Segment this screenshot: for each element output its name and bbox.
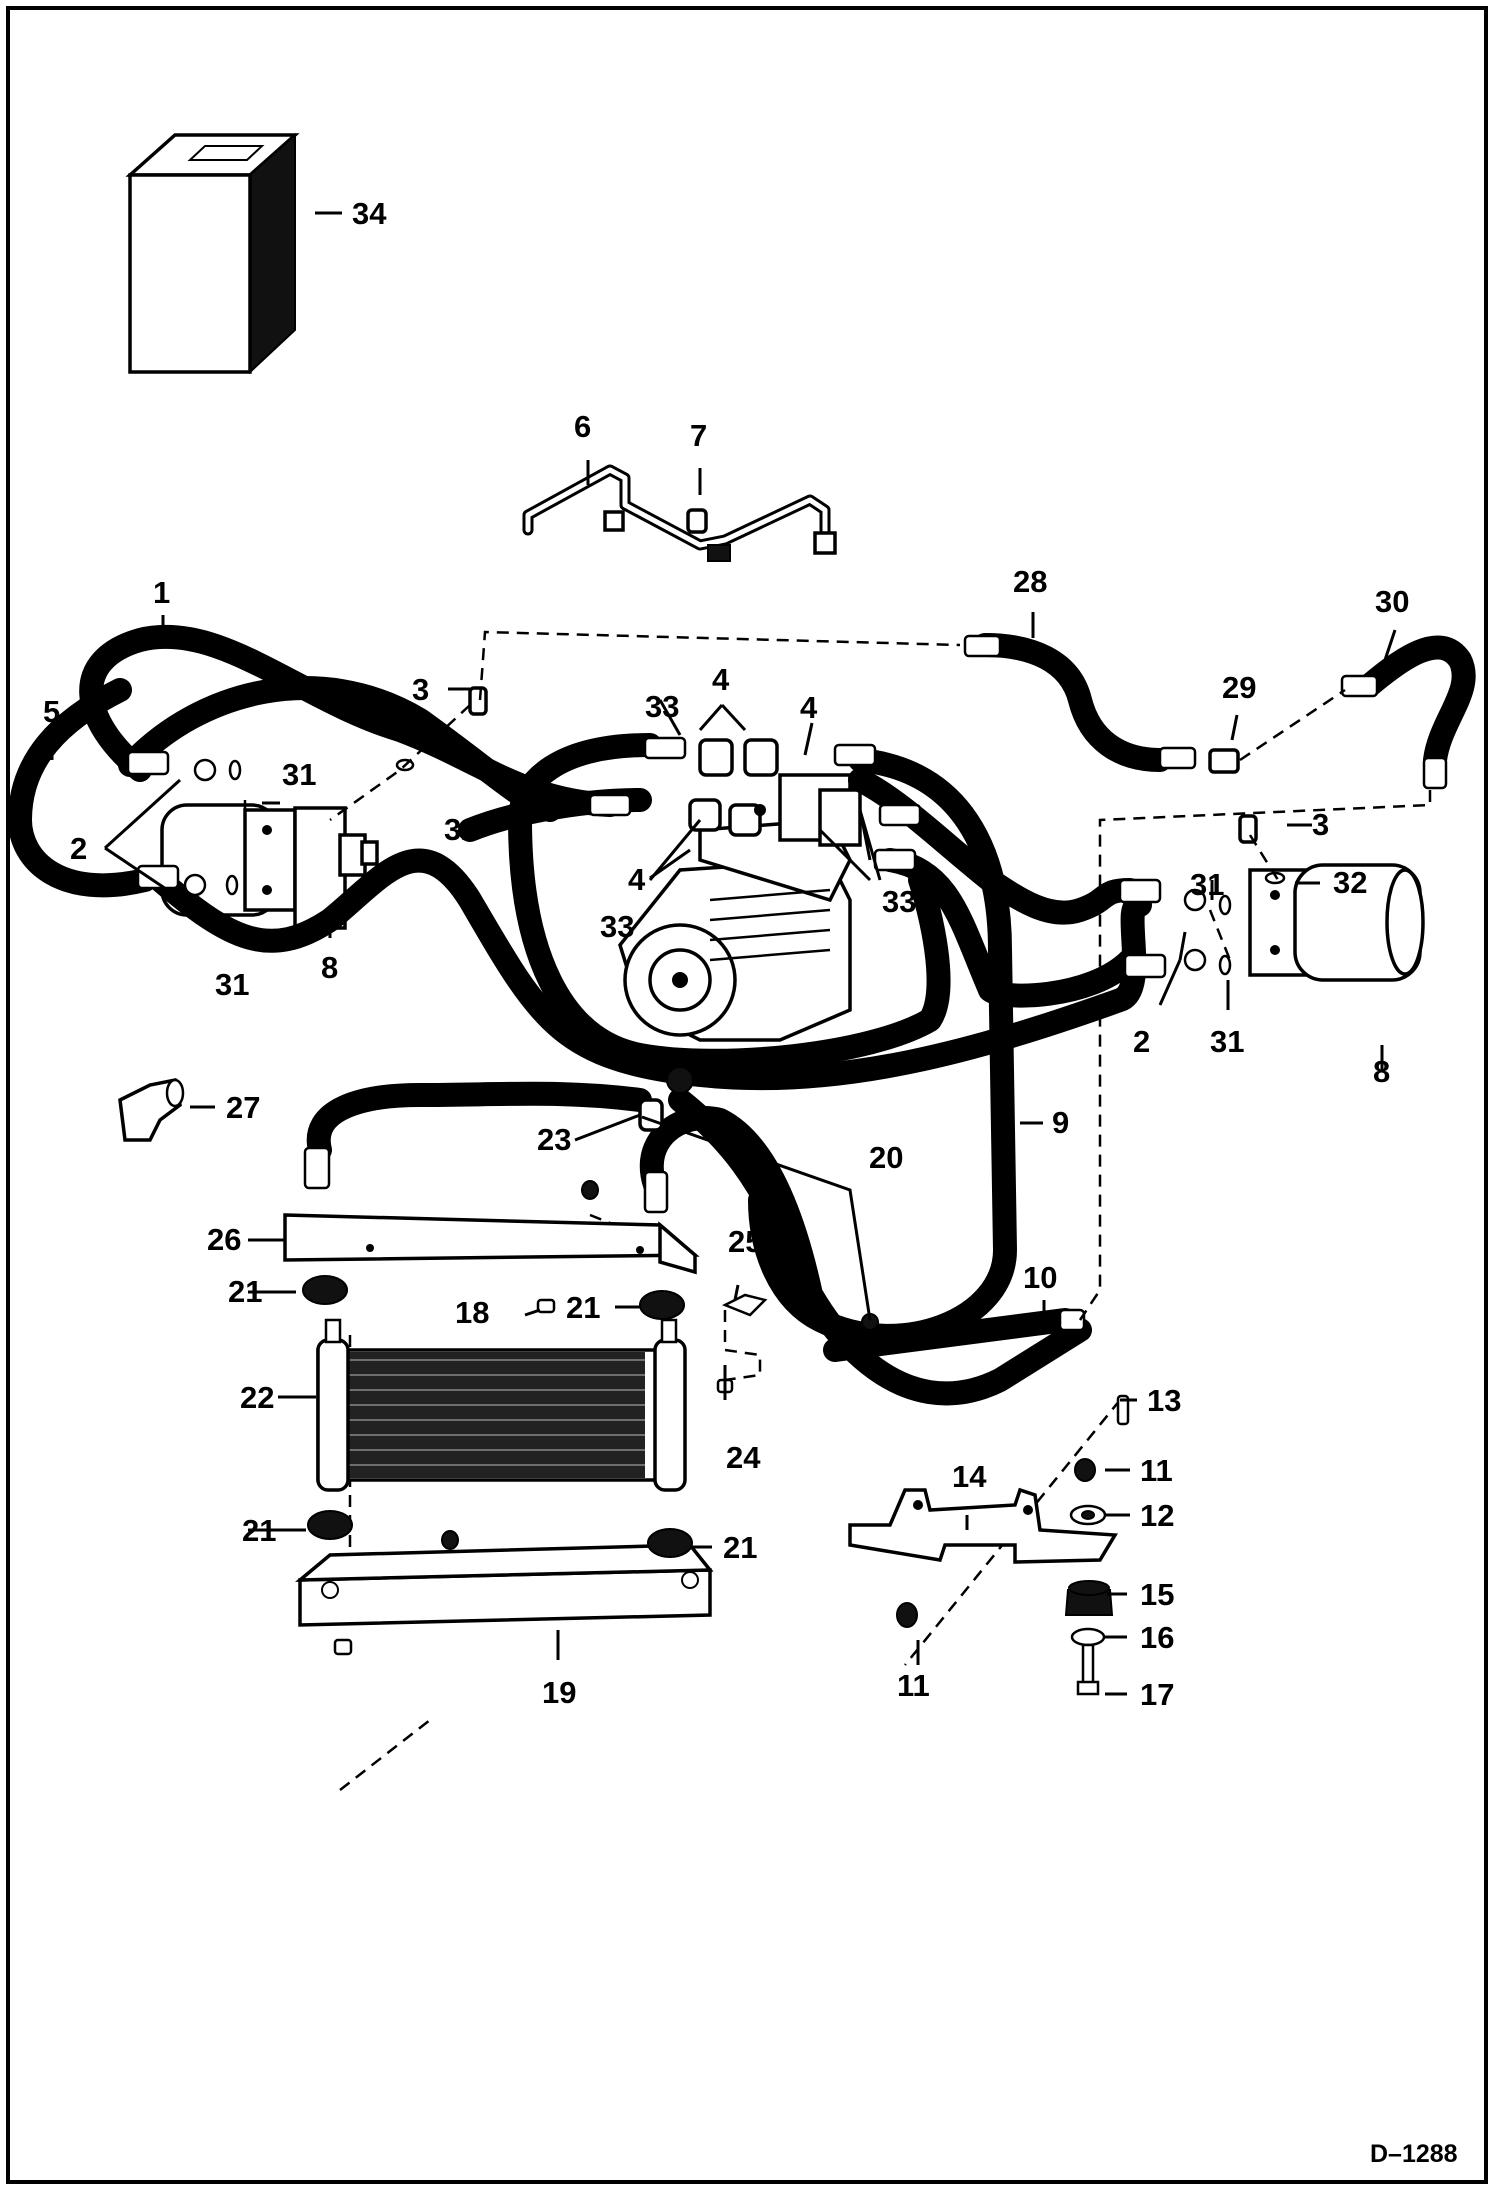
part-3-fitting-right bbox=[1238, 814, 1258, 844]
callout-34: 34 bbox=[352, 196, 387, 231]
part-26-bracket bbox=[283, 1213, 700, 1275]
part-7-fitting bbox=[686, 508, 708, 534]
part-21-mounts bbox=[302, 1275, 693, 1558]
callout-19: 19 bbox=[542, 1675, 576, 1710]
callout-14: 14 bbox=[952, 1459, 987, 1494]
callout-7: 7 bbox=[690, 418, 707, 453]
callout-21-top-left: 21 bbox=[228, 1274, 262, 1309]
callout-21-bottom-left: 21 bbox=[242, 1513, 276, 1548]
hose-fittings bbox=[126, 634, 1448, 1332]
hose-23 bbox=[639, 1106, 822, 1302]
callout-33-left: 33 bbox=[600, 909, 634, 944]
callout-8-right: 8 bbox=[1373, 1054, 1390, 1089]
callout-31-right-bottom: 31 bbox=[1210, 1024, 1244, 1059]
callout-22: 22 bbox=[240, 1380, 274, 1415]
hose-9 bbox=[748, 748, 1017, 1348]
callout-4-right: 4 bbox=[800, 690, 818, 725]
callout-30: 30 bbox=[1375, 584, 1409, 619]
callout-4-top: 4 bbox=[712, 662, 730, 697]
hose-28 bbox=[973, 633, 1172, 772]
part-34-box bbox=[125, 132, 300, 375]
hose-center-loop bbox=[508, 733, 951, 1073]
callout-33-top: 33 bbox=[645, 689, 679, 724]
hose-10 bbox=[823, 1308, 1077, 1362]
part-22-oil-cooler bbox=[316, 1318, 687, 1492]
callout-31-left-top: 31 bbox=[282, 757, 316, 792]
part-8-right-motor bbox=[1248, 863, 1425, 982]
callout-9: 9 bbox=[1052, 1105, 1069, 1140]
hose-to-right-motor-lower bbox=[878, 848, 1142, 1008]
callout-labels: 34 6 7 1 5 3 31 32 2 8 31 33 4 4 4 33 33… bbox=[43, 196, 1458, 2168]
callout-1: 1 bbox=[153, 575, 170, 610]
hose-22-inlet bbox=[306, 1081, 652, 1162]
part-3-fitting-left bbox=[468, 686, 488, 716]
drawing-id: D–1288 bbox=[1370, 2140, 1458, 2168]
callout-28: 28 bbox=[1013, 564, 1047, 599]
part-27-elbow bbox=[118, 1077, 185, 1142]
callout-leaders bbox=[50, 211, 1397, 1696]
part-6-tube-assembly bbox=[522, 464, 837, 562]
callout-17: 17 bbox=[1140, 1677, 1174, 1712]
callout-27: 27 bbox=[226, 1090, 260, 1125]
part-29-adapter bbox=[1208, 748, 1240, 774]
callout-25: 25 bbox=[728, 1224, 762, 1259]
part-15-isolator bbox=[1064, 1580, 1114, 1616]
callout-10: 10 bbox=[1023, 1260, 1057, 1295]
hose-1b bbox=[118, 676, 562, 822]
callout-31-left-bottom: 31 bbox=[215, 967, 249, 1002]
callout-2-right: 2 bbox=[1133, 1024, 1150, 1059]
callout-16: 16 bbox=[1140, 1620, 1174, 1655]
callout-20: 20 bbox=[869, 1140, 903, 1175]
callout-5: 5 bbox=[43, 694, 60, 729]
callout-11-right: 11 bbox=[1140, 1453, 1173, 1488]
callout-21-bottom-right: 21 bbox=[723, 1530, 757, 1565]
part-25-clamp bbox=[721, 1293, 768, 1317]
callout-3-right: 3 bbox=[1312, 807, 1329, 842]
callout-4-left: 4 bbox=[628, 862, 646, 897]
central-pump-assembly bbox=[618, 738, 862, 1042]
callout-3-left: 3 bbox=[412, 672, 429, 707]
hose-5 bbox=[8, 678, 157, 898]
hose-30 bbox=[1358, 635, 1476, 772]
callout-32-left: 32 bbox=[444, 812, 478, 847]
callout-15: 15 bbox=[1140, 1577, 1174, 1612]
callout-18: 18 bbox=[455, 1295, 489, 1330]
callout-32-right: 32 bbox=[1333, 865, 1367, 900]
callout-23: 23 bbox=[537, 1122, 571, 1157]
callout-33-right: 33 bbox=[882, 884, 916, 919]
hose-large-s bbox=[148, 848, 1152, 1091]
callout-12: 12 bbox=[1140, 1498, 1174, 1533]
callout-29: 29 bbox=[1222, 670, 1256, 705]
callout-6: 6 bbox=[574, 409, 591, 444]
callout-31-right-top: 31 bbox=[1190, 867, 1224, 902]
callout-13: 13 bbox=[1147, 1383, 1181, 1418]
callout-8-left: 8 bbox=[321, 950, 338, 985]
callout-24: 24 bbox=[726, 1440, 761, 1475]
callout-2-left: 2 bbox=[70, 831, 87, 866]
part-19-bracket bbox=[295, 1543, 714, 1627]
callout-26: 26 bbox=[207, 1222, 241, 1257]
callout-21-top-right: 21 bbox=[566, 1290, 600, 1325]
part-14-frame-bracket bbox=[848, 1487, 1118, 1564]
callout-11-left: 11 bbox=[897, 1668, 930, 1703]
